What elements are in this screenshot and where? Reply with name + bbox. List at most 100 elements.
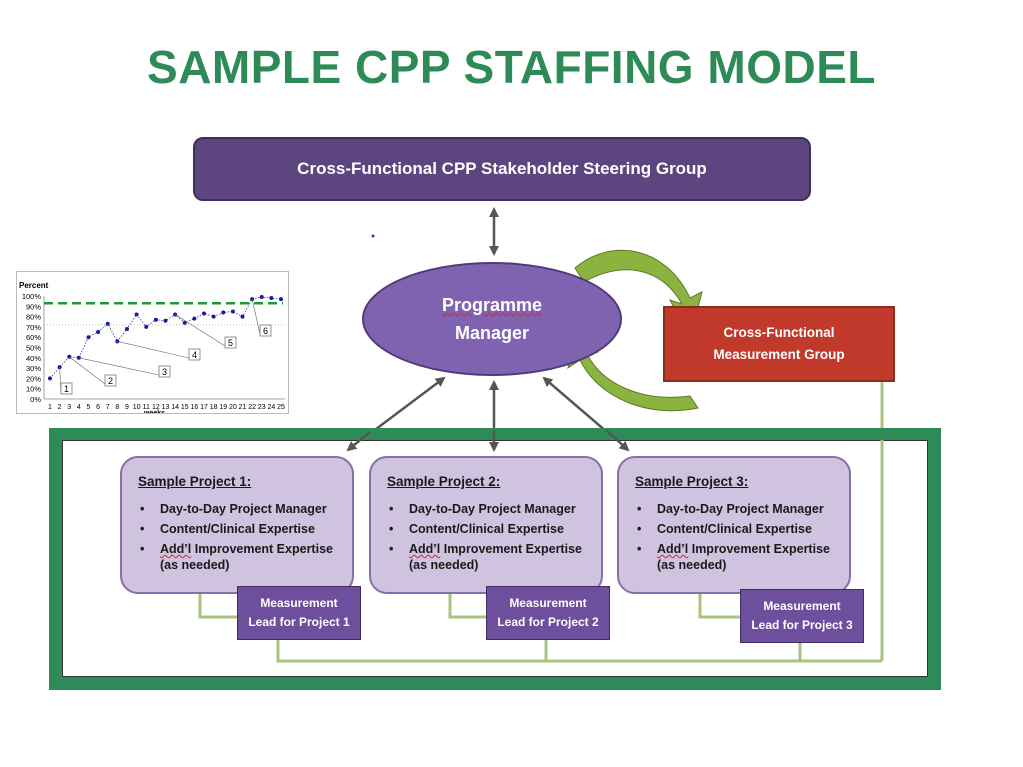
data-point — [250, 297, 255, 302]
annotation-label: 6 — [263, 326, 268, 336]
x-tick-label: 20 — [229, 404, 237, 411]
pm-line2: Manager — [454, 323, 530, 343]
y-tick-label: 0% — [30, 395, 41, 404]
data-point — [48, 376, 52, 381]
annotation-leader — [251, 299, 261, 335]
annotation-box — [224, 336, 237, 349]
data-point — [163, 318, 168, 323]
bullet: Day-to-Day Project Manager — [140, 501, 342, 517]
y-tick-label: 10% — [26, 385, 41, 394]
bullet-word: Add’l — [160, 542, 192, 556]
x-tick-label: 13 — [162, 404, 170, 411]
annotation-leader — [174, 314, 226, 347]
x-tick-label: 19 — [219, 404, 227, 411]
data-point — [76, 355, 81, 360]
annotation-label: 3 — [162, 367, 167, 377]
data-point — [125, 326, 129, 331]
x-tick-label: 4 — [77, 404, 81, 411]
project-bullets: Day-to-Day Project Manager Content/Clini… — [387, 501, 591, 573]
project-bullets: Day-to-Day Project Manager Content/Clini… — [635, 501, 839, 573]
x-tick-label: 18 — [210, 404, 218, 411]
x-tick-label: 23 — [258, 404, 266, 411]
x-tick-label: 3 — [67, 404, 71, 411]
data-point — [202, 311, 206, 316]
y-tick-label: 30% — [26, 364, 41, 373]
bullet: Day-to-Day Project Manager — [637, 501, 839, 517]
lead-line1: Measurement — [260, 596, 338, 610]
bullet: Day-to-Day Project Manager — [389, 501, 591, 517]
bullet-tail: (as needed) — [160, 558, 230, 572]
x-tick-label: 9 — [125, 404, 129, 411]
programme-manager-ellipse: Programme Manager — [362, 262, 622, 376]
y-tick-label: 80% — [26, 313, 41, 322]
annotation-box — [188, 348, 201, 361]
data-point — [105, 321, 110, 326]
lead-line1: Measurement — [763, 599, 841, 613]
y-tick-label: 100% — [22, 292, 42, 301]
x-tick-label: 8 — [115, 404, 119, 411]
annotation-leader — [117, 341, 190, 359]
annotation-label: 1 — [64, 384, 69, 394]
data-point — [86, 335, 91, 340]
annotation-box — [104, 374, 117, 387]
y-tick-label: 40% — [26, 354, 41, 363]
data-point — [96, 330, 101, 335]
project-card-1: Sample Project 1: Day-to-Day Project Man… — [120, 456, 354, 594]
annotation-label: 4 — [192, 350, 197, 360]
project-heading: Sample Project 2: — [387, 474, 501, 489]
mg-line2: Measurement Group — [713, 347, 845, 362]
measurement-lead-2: Measurement Lead for Project 2 — [486, 586, 610, 640]
data-point — [211, 314, 216, 319]
annotation-box — [158, 365, 171, 378]
x-tick-label: 17 — [200, 404, 208, 411]
lead-line2: Lead for Project 2 — [497, 615, 599, 629]
bullet-rest: Improvement Expertise — [440, 542, 582, 556]
bullet: Content/Clinical Expertise — [140, 521, 342, 537]
data-point — [259, 295, 264, 300]
data-point — [279, 297, 283, 302]
data-point — [182, 320, 187, 325]
data-point — [221, 310, 226, 315]
data-point — [230, 309, 235, 314]
y-tick-label: 90% — [26, 302, 41, 311]
bullet: Add’l Improvement Expertise (as needed) — [140, 541, 342, 573]
annotation-box — [60, 382, 73, 395]
bullet-rest: Improvement Expertise — [191, 542, 333, 556]
lead-line2: Lead for Project 3 — [751, 618, 853, 632]
annotation-label: 2 — [108, 376, 113, 386]
page-title: SAMPLE CPP STAFFING MODEL — [147, 41, 876, 93]
steering-group-box: Cross-Functional CPP Stakeholder Steerin… — [193, 137, 811, 201]
chart-xlabel: weeks — [143, 410, 165, 413]
project-heading: Sample Project 3: — [635, 474, 749, 489]
data-point — [240, 314, 245, 319]
x-tick-label: 25 — [277, 404, 285, 411]
measurement-group-box: Cross-Functional Measurement Group — [663, 306, 895, 382]
x-tick-label: 7 — [106, 404, 110, 411]
bullet: Add’l Improvement Expertise(as needed) — [389, 541, 591, 573]
annotation-leader — [69, 356, 106, 385]
chart-ylabel: Percent — [19, 281, 49, 290]
bullet-tail: (as needed) — [657, 558, 727, 572]
bullet-tail: (as needed) — [409, 558, 479, 572]
y-tick-label: 70% — [26, 323, 41, 332]
project-heading: Sample Project 1: — [138, 474, 252, 489]
y-tick-label: 50% — [26, 344, 41, 353]
project-bullets: Day-to-Day Project Manager Content/Clini… — [138, 501, 342, 573]
x-tick-label: 24 — [267, 404, 275, 411]
x-tick-label: 12 — [152, 404, 160, 411]
stray-dot — [371, 234, 375, 238]
x-tick-label: 1 — [48, 404, 52, 411]
x-tick-label: 6 — [96, 404, 100, 411]
data-point — [144, 324, 149, 329]
x-tick-label: 22 — [248, 404, 256, 411]
measurement-lead-1: Measurement Lead for Project 1 — [237, 586, 361, 640]
bullet: Content/Clinical Expertise — [389, 521, 591, 537]
x-tick-label: 15 — [181, 404, 189, 411]
x-tick-label: 11 — [143, 404, 150, 411]
bullet-word: Add’l — [657, 542, 689, 556]
data-point — [192, 316, 197, 321]
lead-line2: Lead for Project 1 — [248, 615, 350, 629]
x-tick-label: 10 — [133, 404, 141, 411]
pm-line1: Programme — [441, 295, 543, 315]
